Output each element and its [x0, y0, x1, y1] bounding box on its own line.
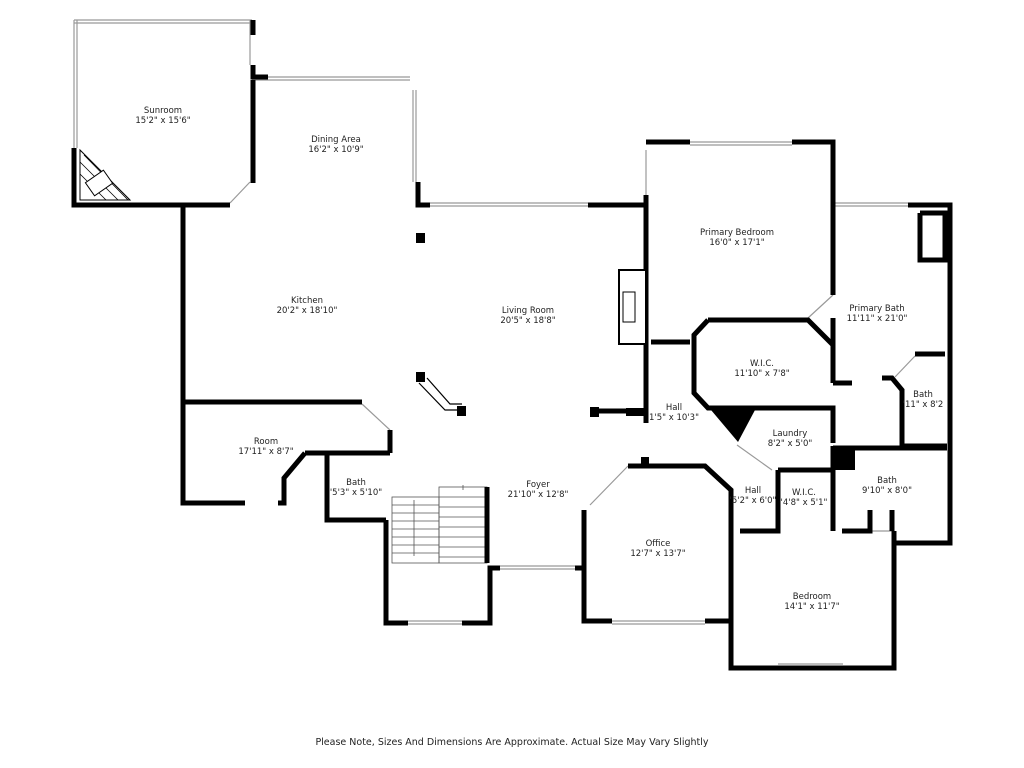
- room-bath-left: Bath'5'3" x 5'10": [330, 478, 382, 498]
- room-bath-small: Bath'11" x 8'2: [903, 390, 944, 410]
- room-wic: W.I.C.11'10" x 7'8": [734, 359, 789, 379]
- room-name: Primary Bath: [849, 304, 905, 314]
- room-dims: 20'2" x 18'10": [276, 306, 338, 316]
- room-dims: 16'2" x 10'9": [308, 145, 364, 155]
- room-name: W.I.C.: [750, 359, 774, 369]
- room-dims: '5'3" x 5'10": [329, 488, 383, 498]
- room-dims: 21'10" x 12'8": [507, 490, 569, 500]
- room-dims: 11'10" x 7'8": [734, 369, 790, 379]
- room-name: Foyer: [526, 480, 550, 490]
- room-name: Hall: [665, 403, 683, 413]
- room-name: Office: [645, 539, 671, 549]
- room-name: Living Room: [501, 306, 555, 316]
- room-name: Dining Area: [311, 135, 361, 145]
- room-name: W.I.C.: [792, 488, 816, 498]
- room-dims: 17'11" x 8'7": [238, 447, 294, 457]
- room-name: Hall: [744, 486, 762, 496]
- room-dims: 12'7" x 13'7": [630, 549, 686, 559]
- room-name: Kitchen: [291, 296, 323, 306]
- room-name: Bath: [913, 390, 933, 400]
- room-name: Bath: [877, 476, 897, 486]
- room-dims: '11" x 8'2: [902, 400, 944, 410]
- room-name: Laundry: [772, 429, 808, 439]
- stairs: [391, 485, 488, 564]
- footer-note: Please Note, Sizes And Dimensions Are Ap…: [315, 737, 709, 748]
- room-dims: 20'5" x 18'8": [500, 316, 556, 326]
- room-dims: 1'5" x 10'3": [649, 413, 699, 423]
- room-dims: '5'2" x 6'0": [729, 496, 777, 506]
- room-name: Bedroom: [792, 592, 832, 602]
- room-wic-2: W.I.C.'4'8" x 5'1": [781, 488, 828, 508]
- fixtures: [79, 148, 855, 470]
- room-dims: 16'0" x 17'1": [709, 238, 765, 248]
- room-name: Sunroom: [143, 106, 183, 116]
- room-dims: '4'8" x 5'1": [780, 498, 828, 508]
- room-name: Bath: [346, 478, 366, 488]
- room-dims: 9'10" x 8'0": [862, 486, 912, 496]
- room-dims: 15'2" x 15'6": [135, 116, 191, 126]
- room-hall-2: Hall'5'2" x 6'0": [730, 486, 777, 506]
- room-name: Primary Bedroom: [700, 228, 774, 238]
- room-dims: 14'1" x 11'7": [784, 602, 840, 612]
- thick-walls: [71, 20, 953, 671]
- room-name: Room: [253, 437, 279, 447]
- room-dims: 11'11" x 21'0": [846, 314, 908, 324]
- room-dims: 8'2" x 5'0": [767, 439, 813, 449]
